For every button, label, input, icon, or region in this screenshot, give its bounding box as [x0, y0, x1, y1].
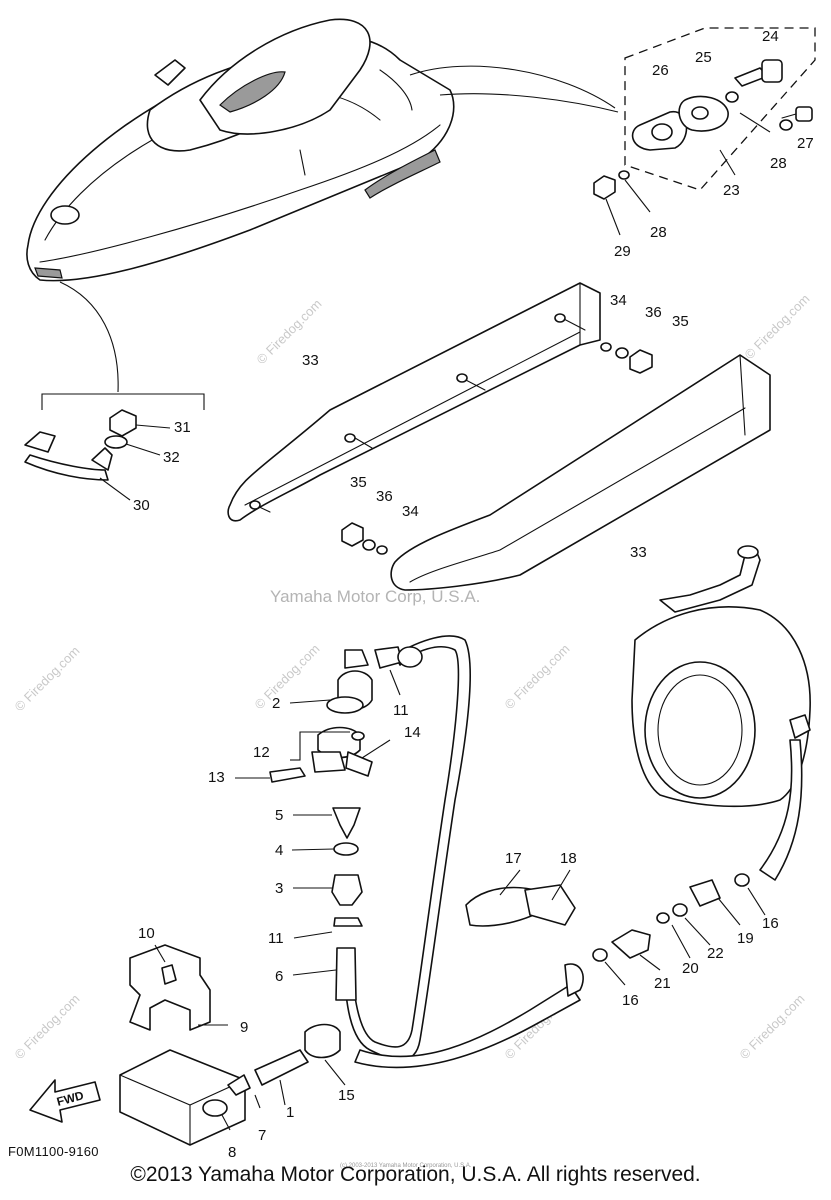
callout-4: 4	[275, 842, 283, 859]
callout-35: 35	[350, 474, 367, 491]
callout-8: 8	[228, 1144, 236, 1161]
callout-21: 21	[654, 975, 671, 992]
drain-plug-assembly	[593, 27, 816, 236]
callout-27: 27	[797, 135, 814, 152]
callout-15: 15	[338, 1087, 355, 1104]
callout-12: 12	[253, 744, 270, 761]
callout-24: 24	[762, 28, 779, 45]
check-valve-parts	[465, 873, 750, 962]
callout-34: 34	[610, 292, 627, 309]
callout-22: 22	[707, 945, 724, 962]
watermark-site: © Firedog.com	[12, 643, 83, 714]
callout-33: 33	[302, 352, 319, 369]
callout-35: 35	[672, 313, 689, 330]
callout-10: 10	[138, 925, 155, 942]
callout-34: 34	[402, 503, 419, 520]
callout-2: 2	[272, 695, 280, 712]
forward-arrow-icon: FWD	[29, 1079, 101, 1123]
fwd-label: FWD	[55, 1088, 85, 1109]
callout-9: 9	[240, 1019, 248, 1036]
callout-23: 23	[723, 182, 740, 199]
callout-16: 16	[622, 992, 639, 1009]
callout-14: 14	[404, 724, 421, 741]
pointer-arrow	[409, 65, 616, 109]
copyright-notice: ©2013 Yamaha Motor Corporation, U.S.A. A…	[130, 1163, 701, 1186]
watermark-site: © Firedog.com	[12, 991, 83, 1062]
fasteners	[341, 342, 653, 555]
callout-33: 33	[630, 544, 647, 561]
callout-1: 1	[286, 1104, 294, 1121]
callout-numbers: 24 26 25 27 28 23 28 29 34 36 35 33 31 3…	[133, 28, 814, 1161]
callout-13: 13	[208, 769, 225, 786]
callout-7: 7	[258, 1127, 266, 1144]
callout-6: 6	[275, 968, 283, 985]
callout-16: 16	[762, 915, 779, 932]
callout-29: 29	[614, 243, 631, 260]
watermark-site: © Firedog.com	[502, 641, 573, 712]
callout-25: 25	[695, 49, 712, 66]
callout-28: 28	[770, 155, 787, 172]
callout-19: 19	[737, 930, 754, 947]
callout-3: 3	[275, 880, 283, 897]
pointer-arrow	[439, 93, 619, 113]
callout-31: 31	[174, 419, 191, 436]
watermark-site: © Firedog.com	[742, 291, 813, 362]
hose-end	[564, 963, 584, 997]
jet-pump-housing	[631, 545, 811, 881]
callout-18: 18	[560, 850, 577, 867]
valve-parts	[269, 646, 423, 1001]
pointer-arrow	[59, 281, 119, 393]
watermark-center: Yamaha Motor Corp, U.S.A.	[270, 587, 480, 606]
callout-26: 26	[652, 62, 669, 79]
callout-32: 32	[163, 449, 180, 466]
callout-11: 11	[268, 930, 284, 947]
filter-assembly	[119, 944, 341, 1146]
callout-20: 20	[682, 960, 699, 977]
watermark-site: © Firedog.com	[737, 991, 808, 1062]
callout-36: 36	[645, 304, 662, 321]
hose	[354, 984, 581, 1069]
sponson-upper	[227, 282, 601, 522]
sponson-lower	[390, 354, 771, 591]
callout-36: 36	[376, 488, 393, 505]
hose-joint-assembly	[24, 409, 171, 501]
callout-30: 30	[133, 497, 150, 514]
leader-lines	[154, 669, 766, 1131]
callout-17: 17	[505, 850, 522, 867]
part-code: F0M1100-9160	[8, 1144, 99, 1159]
callout-11: 11	[393, 702, 409, 719]
callout-5: 5	[275, 807, 283, 824]
callout-28: 28	[650, 224, 667, 241]
watercraft-illustration	[26, 18, 455, 282]
fine-print: (c) 2003-2013 Yamaha Motor Corporation, …	[340, 1163, 472, 1169]
